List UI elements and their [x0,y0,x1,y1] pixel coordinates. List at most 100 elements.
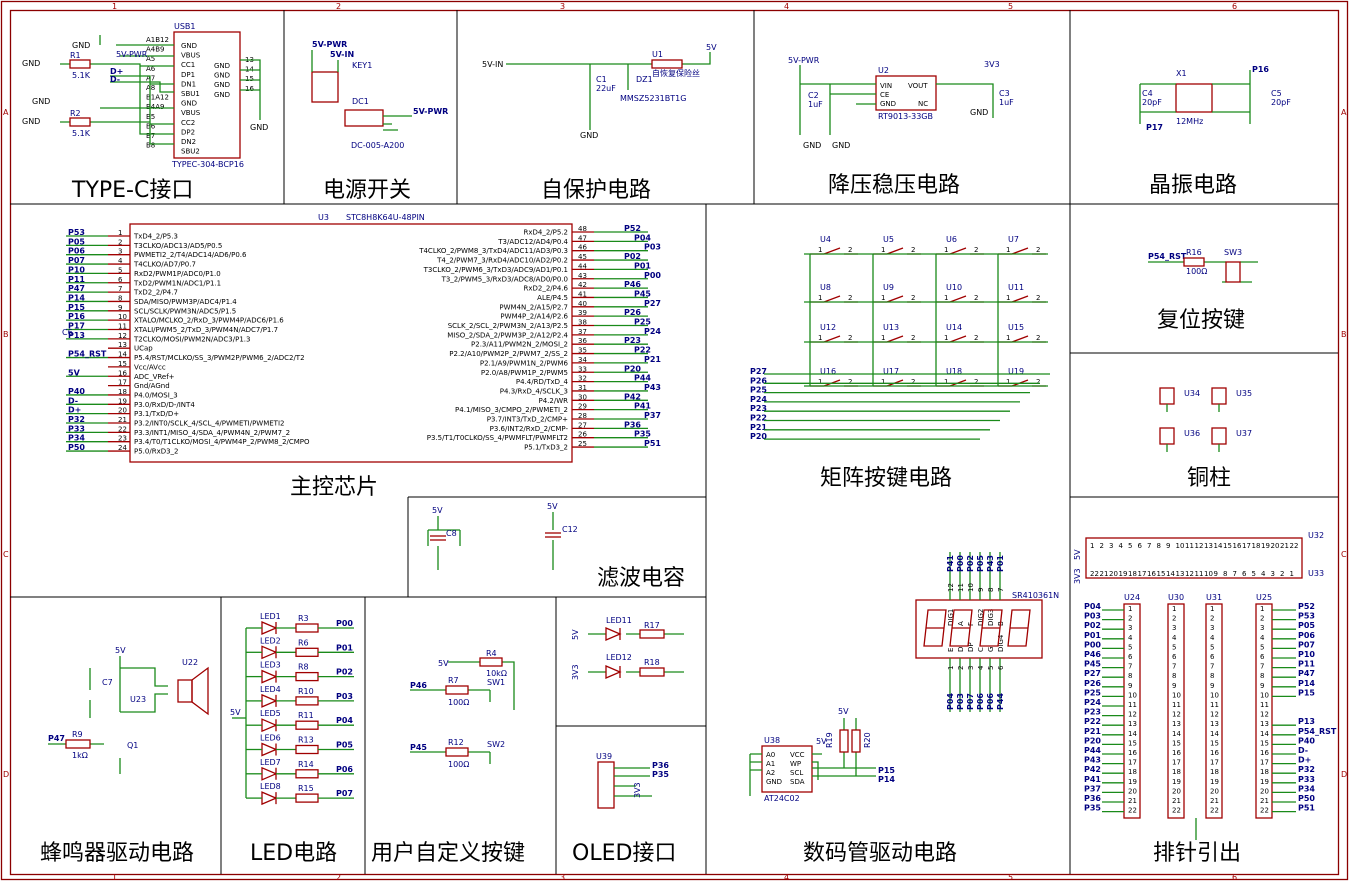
header-pin-number: 11 [1185,542,1194,550]
header-pin-number: 10 [1210,691,1219,699]
net-p15: P15 [878,766,895,775]
mcu-pin-function: P3.3/INT1/MISO_4/SDA_4/PWM4N_2/PWM7_2 [134,429,290,437]
header-pin-number: 13 [1172,720,1181,728]
usb-pin-label: VBUS [181,52,201,60]
mcu-pin-function: P4.3/RxD_4/SCLK_3 [500,387,568,395]
mcu-pin-function: PWM4P_2/A14/P2.6 [500,313,568,321]
seg-section: SR410361N U38 AT24C02 5V 5V R19 R20 P15 … [749,552,1059,803]
header-pin-number: 3 [1172,624,1176,632]
u2-ref: U2 [878,66,889,75]
seg-top-fn: A [957,621,965,626]
eeprom-pin: VCC [790,751,805,759]
header-pin-number: 12 [1185,570,1194,578]
mcu-net-label: P27 [644,299,661,308]
c12-ref: C12 [562,525,578,534]
title-user-keys: 用户自定义按键 [371,841,525,866]
header-pin-number: 18 [1128,570,1137,578]
usb-pin-label: SBU1 [181,90,200,98]
led-symbol [261,766,278,781]
matrix-key-pin: 2 [911,294,915,302]
header-pin-number: 22 [1090,570,1099,578]
header-pin-number: 16 [1260,749,1269,757]
header-double-row [1085,537,1303,579]
led-symbol [261,718,278,733]
header-pin-number: 20 [1172,787,1181,795]
led-resistor-ref: R3 [298,614,309,623]
header-pin-number: 1 [1172,605,1176,613]
led-resistor-ref: R6 [298,638,309,647]
mcu-pin-number: 35 [578,347,587,355]
header-net-label: P42 [1084,765,1101,774]
net-p54-rst: P54_RST [1148,252,1187,261]
header-pin-number: 3 [1271,570,1275,578]
usb-part: TYPEC-304-BCP16 [171,160,244,169]
matrix-key-ref: U18 [946,367,962,376]
title-power-switch: 电源开关 [323,178,411,203]
led-resistor [295,793,319,803]
buzzer-body [177,679,193,703]
header-pin-number: 12 [1260,711,1269,719]
mcu-net-label: P44 [634,374,651,383]
mcu-pin-number: 1 [118,229,122,237]
mcu-pin-number: 33 [578,365,587,373]
mcu-pin-function: TxD4_2/P5.3 [133,233,178,241]
seg-digit [1007,609,1031,647]
header-net-label: P14 [1298,679,1315,688]
mcu-net-label: P26 [624,308,641,317]
mcu-pin-number: 18 [118,388,127,396]
mcu-net-label: D+ [68,406,81,415]
led-resistor-ref: R14 [298,760,314,769]
header-net-label: D- [1298,746,1308,755]
matrix-key-ref: U14 [946,323,962,332]
r1-ref: R1 [70,51,81,60]
header-pin-number: 7 [1128,663,1132,671]
mcu-pin-number: 43 [578,272,587,280]
seg-bottom-pin: 5 [987,666,995,670]
mcu-pin-function: XTALI/PWM5_2/TxD_3/PWM4N/ADC7/P1.7 [134,326,278,334]
seg-bottom-net: P06 [976,693,985,710]
matrix-key-pin: 1 [818,334,822,342]
power-switch-section: 5V-PWR 5V-IN KEY1 DC1 5V-PWR DC-005-A200 [311,40,448,150]
mcu-pin-function: P5.4/RST/MCLKO/SS_3/PWM2P/PWM6_2/ADC2/T2 [134,354,305,362]
header-pin-number: 1 [1090,542,1094,550]
header-pin-number: 7 [1260,663,1264,671]
header-pin-number: 16 [1210,749,1219,757]
title-header: 排针引出 [1153,841,1241,866]
header-pin-number: 18 [1210,768,1219,776]
title-crystal: 晶振电路 [1149,173,1237,198]
mcu-pin-function: TxD2/PWM1N/ADC1/P1.1 [133,279,221,287]
matrix-key-ref: U8 [820,283,831,292]
seg-bottom-fn: C [977,647,985,652]
ruler-row-right: A [1341,108,1347,117]
header-pin-number: 10 [1260,691,1269,699]
header-pin-number: 6 [1210,653,1215,661]
net-gnd: GND [72,41,90,50]
u2-body [875,75,937,111]
matrix-key-pin: 2 [911,378,915,386]
mcu-pin-function: PWMETI2_2/T4/ADC14/AD6/P0.6 [134,251,247,259]
matrix-key-ref: U15 [1008,323,1024,332]
header-pin-number: 21 [1260,797,1269,805]
usb-pin-label: DP1 [181,71,195,79]
header-pin-number: 10 [1204,570,1213,578]
typec-section: USB1 TYPEC-304-BCP16 GNDA1B12VBUSA4B9CC1… [22,22,268,169]
header-pin-number: 4 [1260,634,1265,642]
u23-ref: U23 [130,695,146,704]
mcu-net-label: P37 [644,411,661,420]
mcu-pin-function: P2.2/A10/PWM2P_2/PWM7_2/SS_2 [449,350,568,358]
mcu-pin-number: 9 [118,304,122,312]
standoff-ref: U37 [1236,429,1252,438]
usb-pin-label: GND [214,91,230,99]
r20-ref: R20 [863,732,872,748]
oled-ref: U39 [596,752,612,761]
header-pin-number: 12 [1128,711,1137,719]
led-resistor-ref: R11 [298,711,314,720]
mcu-pin-function: T2CLKO/MOSI/PWM2N/ADC3/P1.3 [133,335,250,343]
reset-section: P54_RST R16 100Ω SW3 [1148,248,1258,283]
header-pin-number: 9 [1260,682,1264,690]
mcu-pin-function: ALE/P4.5 [537,294,568,302]
net-5v: 5V [432,506,443,515]
mcu-pin-number: 46 [578,244,587,252]
matrix-key-pin: 1 [881,246,885,254]
